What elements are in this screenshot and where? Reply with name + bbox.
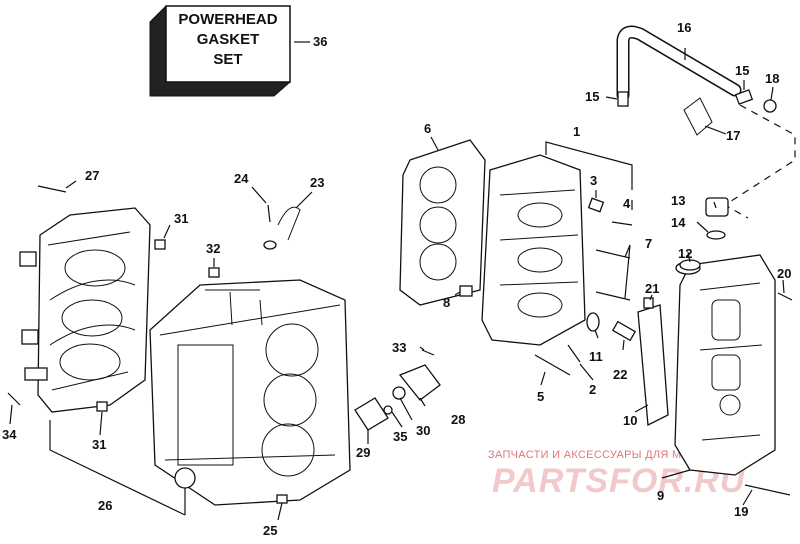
callout-23: 23	[310, 175, 324, 190]
callout-31-top: 31	[174, 211, 188, 226]
callout-30: 30	[416, 423, 430, 438]
callout-20: 20	[777, 266, 791, 281]
callout-15-left: 15	[585, 89, 599, 104]
small-parts	[7, 89, 793, 504]
callout-17: 17	[726, 128, 740, 143]
callout-19: 19	[734, 504, 748, 519]
cylinder-head	[481, 154, 586, 346]
head-gasket	[399, 139, 486, 306]
powerhead-gasket-set-box: POWERHEAD GASKET SET 36	[149, 5, 327, 97]
callout-26: 26	[98, 498, 112, 513]
callout-12: 12	[678, 246, 692, 261]
kit-box-line-2: GASKET	[197, 31, 260, 48]
callout-14: 14	[671, 215, 686, 230]
callout-8: 8	[443, 295, 450, 310]
kit-box-line-3: SET	[213, 51, 242, 68]
callout-11: 11	[589, 349, 603, 364]
callout-labels: 1 2 3 4 5 6 7 8 9 10 11 12 13 14 15 15 1…	[2, 20, 791, 538]
callout-2: 2	[589, 382, 596, 397]
callout-9: 9	[657, 488, 664, 503]
crankcase-cover	[19, 207, 186, 516]
callout-13: 13	[671, 193, 685, 208]
callout-16: 16	[677, 20, 691, 35]
callout-10: 10	[623, 413, 637, 428]
callout-21: 21	[645, 281, 659, 296]
callout-24: 24	[234, 171, 249, 186]
callout-33: 33	[392, 340, 406, 355]
callout-3: 3	[590, 173, 597, 188]
callout-35: 35	[393, 429, 407, 444]
callout-4: 4	[623, 196, 631, 211]
callout-31-bottom: 31	[92, 437, 106, 452]
callout-6: 6	[424, 121, 431, 136]
kit-box-line-1: POWERHEAD	[178, 11, 277, 28]
hose	[616, 25, 796, 219]
callout-29: 29	[356, 445, 370, 460]
callout-25: 25	[263, 523, 277, 538]
callout-5: 5	[537, 389, 544, 404]
callout-28: 28	[451, 412, 465, 427]
callout-34: 34	[2, 427, 17, 442]
callout-1: 1	[573, 124, 580, 139]
cylinder-block	[149, 279, 351, 506]
cover-gasket	[637, 304, 669, 427]
exhaust-cover	[674, 254, 776, 476]
callout-27: 27	[85, 168, 99, 183]
callout-32: 32	[206, 241, 220, 256]
callout-18: 18	[765, 71, 779, 86]
leader-lines	[9, 48, 785, 521]
callout-7: 7	[645, 236, 652, 251]
callout-22: 22	[613, 367, 627, 382]
callout-15-right: 15	[735, 63, 749, 78]
callout-36: 36	[313, 34, 327, 49]
